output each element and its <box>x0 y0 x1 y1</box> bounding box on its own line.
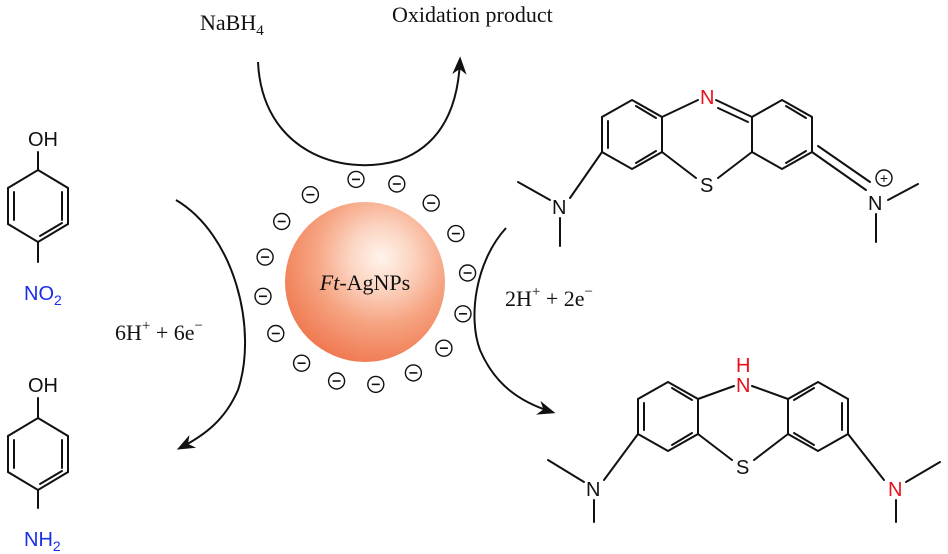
negative-charge-icon <box>388 175 406 193</box>
negative-charge-icon <box>301 185 320 204</box>
silver-nanoparticle-sphere <box>285 202 445 362</box>
negative-charge-icon <box>292 354 311 372</box>
methylene-blue-molecule: N S N N + <box>517 87 919 247</box>
ring-sulfur: S <box>736 457 749 479</box>
ring-nh-hydrogen: H <box>736 355 750 377</box>
negative-charge-icon <box>404 364 423 382</box>
negative-charge-icon <box>447 224 465 243</box>
negative-charge-icon <box>327 372 346 390</box>
left-amine-nitrogen: N <box>586 479 600 501</box>
negative-charge-icon <box>367 375 385 394</box>
oh-group: OH <box>28 129 58 151</box>
negative-charge-icon <box>347 170 365 189</box>
negative-charges <box>254 170 477 394</box>
right-curved-arrow <box>473 227 556 415</box>
ring-nh-nitrogen: N <box>736 375 750 397</box>
positive-charge-sign: + <box>880 170 888 186</box>
iminium-nitrogen: N <box>868 193 882 215</box>
negative-charge-icon <box>454 305 472 323</box>
oxidation-product-label: Oxidation product <box>392 2 553 27</box>
amino-group: NH2 <box>24 529 61 554</box>
leucomethylene-blue-molecule: H N S N N <box>547 355 941 523</box>
negative-charge-icon <box>254 287 272 305</box>
nitro-group: NO2 <box>24 283 62 308</box>
nanoparticle: Ft-AgNPs <box>285 202 445 362</box>
right-condition-label: 2H+ + 2e− <box>505 284 593 311</box>
nanoparticle-label: Ft-AgNPs <box>319 270 410 295</box>
ring-sulfur: S <box>700 175 713 197</box>
nitrophenol-molecule: OH NO2 <box>7 129 69 308</box>
oh-group: OH <box>28 375 58 397</box>
negative-charge-icon <box>256 248 274 266</box>
ring-nitrogen: N <box>700 87 714 109</box>
left-curved-arrow <box>175 199 247 450</box>
left-condition-label: 6H+ + 6e− <box>115 318 203 345</box>
top-curved-arrow <box>257 56 467 167</box>
negative-charge-icon <box>458 264 477 282</box>
left-amine-nitrogen: N <box>552 197 566 219</box>
right-amine-nitrogen: N <box>888 479 902 501</box>
negative-charge-icon <box>435 339 453 357</box>
negative-charge-icon <box>273 212 291 231</box>
reagent-label: NaBH4 <box>200 10 264 39</box>
negative-charge-icon <box>267 324 285 343</box>
positive-charge-circle <box>875 169 893 187</box>
aminophenol-molecule: OH NH2 <box>7 375 69 554</box>
negative-charge-icon <box>422 194 440 212</box>
